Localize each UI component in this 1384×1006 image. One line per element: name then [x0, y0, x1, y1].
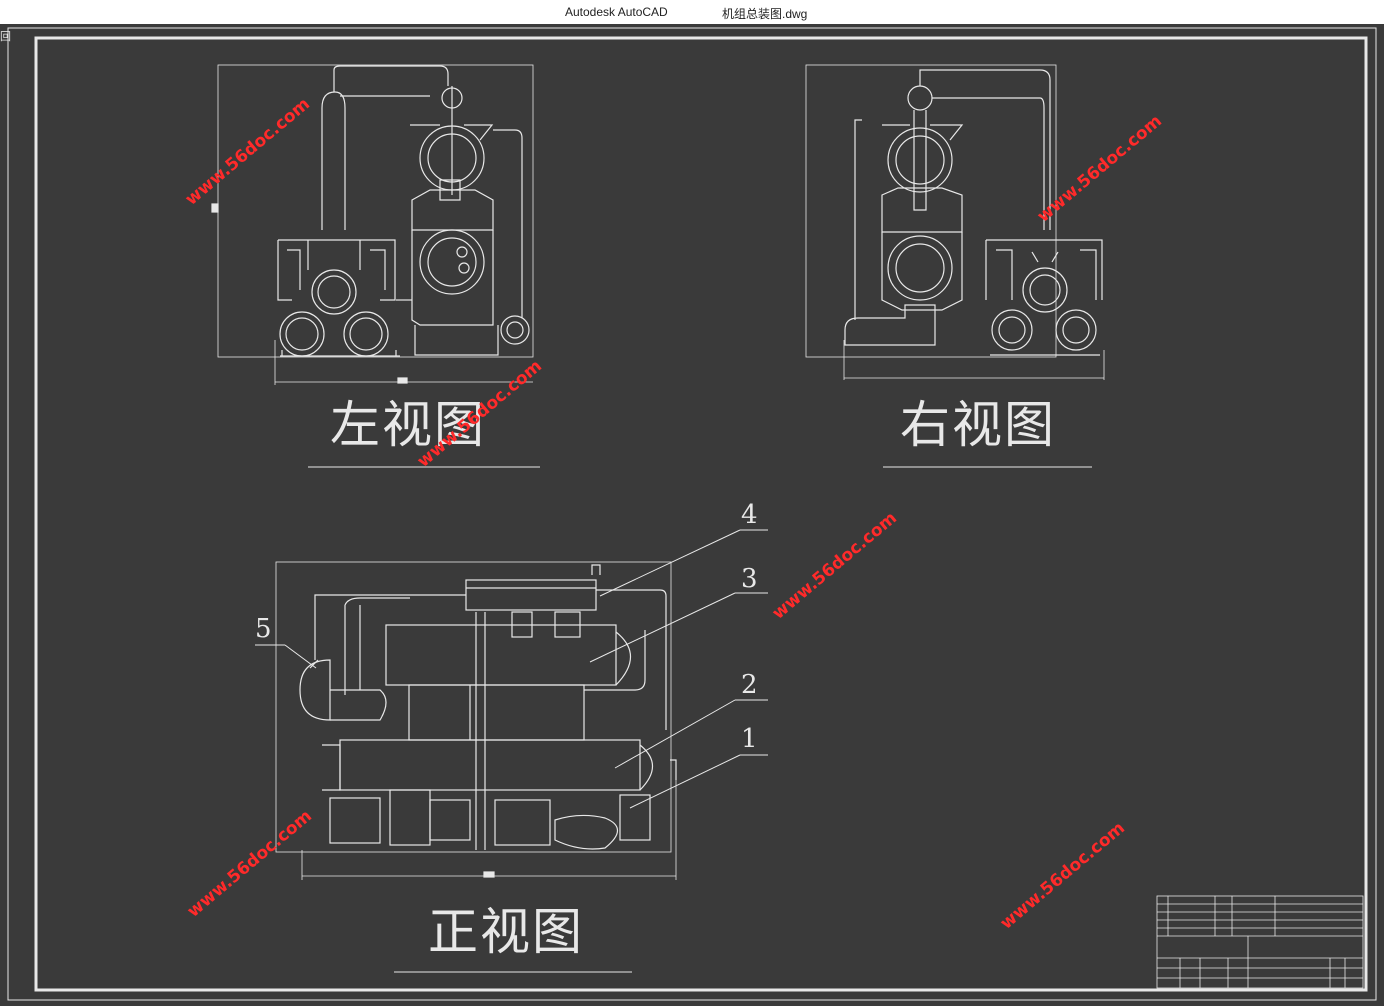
outer-frame	[7, 27, 1377, 1001]
app-title: Autodesk AutoCAD	[565, 5, 668, 19]
drawing-svg	[7, 27, 1377, 1001]
title-bar: Autodesk AutoCAD 机组总装图.dwg	[0, 0, 1384, 24]
left-view-drawing	[211, 64, 534, 385]
right-view-drawing	[805, 64, 1105, 380]
part-label-3: 3	[741, 564, 758, 594]
front-view-title: 正视图	[428, 903, 584, 961]
inner-frame	[34, 36, 1368, 992]
part-label-2: 2	[741, 670, 758, 700]
drawing-canvas[interactable]: 左视图 右视图 正视图 4 3 5 2 1 www.56doc.com www.…	[0, 24, 1384, 1006]
part-label-4: 4	[741, 500, 758, 530]
part-label-5: 5	[255, 614, 272, 644]
left-view-title: 左视图	[330, 396, 486, 454]
right-view-title: 右视图	[900, 396, 1056, 454]
viewport-corner-glyph[interactable]: 回	[0, 30, 11, 43]
file-name[interactable]: 机组总装图.dwg	[722, 7, 808, 21]
title-block	[1156, 895, 1364, 989]
part-label-1: 1	[741, 724, 758, 754]
front-view-drawing	[275, 561, 677, 880]
